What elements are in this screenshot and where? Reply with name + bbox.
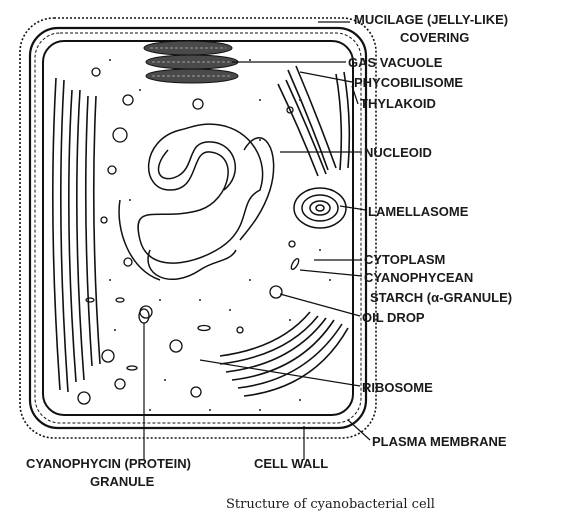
nucleoid (119, 124, 274, 280)
gas-vacuoles (144, 41, 238, 83)
cytoplasm-dots (109, 59, 331, 411)
plasma-membrane (43, 41, 353, 415)
label-cytoplasm: CYTOPLASM (364, 252, 445, 267)
label-cell-wall: CELL WALL (254, 456, 328, 471)
thylakoids-right (278, 66, 349, 176)
label-thylakoid: THYLAKOID (360, 96, 436, 111)
label-lamellasome: LAMELLASOME (368, 204, 469, 219)
label-oil-drop: OIL DROP (362, 310, 425, 325)
label-plasma-membrane: PLASMA MEMBRANE (372, 434, 507, 449)
cell-wall-inner-line (35, 33, 361, 423)
label-gas-vacuole: GAS VACUOLE (348, 55, 443, 70)
figure-caption: Structure of cyanobacterial cell (226, 497, 435, 512)
cyanophycin-granule (139, 309, 149, 323)
thylakoids-left (53, 78, 100, 392)
granules (78, 68, 300, 404)
label-phycobilisome: PHYCOBILISOME (354, 75, 463, 90)
label-ribosome: RIBOSOME (362, 380, 433, 395)
ribosome-region (220, 312, 348, 396)
label-mucilage-line2: COVERING (400, 30, 469, 45)
label-mucilage-line1: MUCILAGE (JELLY-LIKE) (354, 12, 508, 27)
label-cyanophycean: CYANOPHYCEAN (364, 270, 473, 285)
lamellasome (294, 188, 346, 228)
label-nucleoid: NUCLEOID (364, 145, 432, 160)
label-cyanophycin-line2: GRANULE (90, 474, 155, 489)
label-starch: STARCH (α-GRANULE) (370, 290, 512, 305)
label-cyanophycin-line1: CYANOPHYCIN (PROTEIN) (26, 456, 191, 471)
